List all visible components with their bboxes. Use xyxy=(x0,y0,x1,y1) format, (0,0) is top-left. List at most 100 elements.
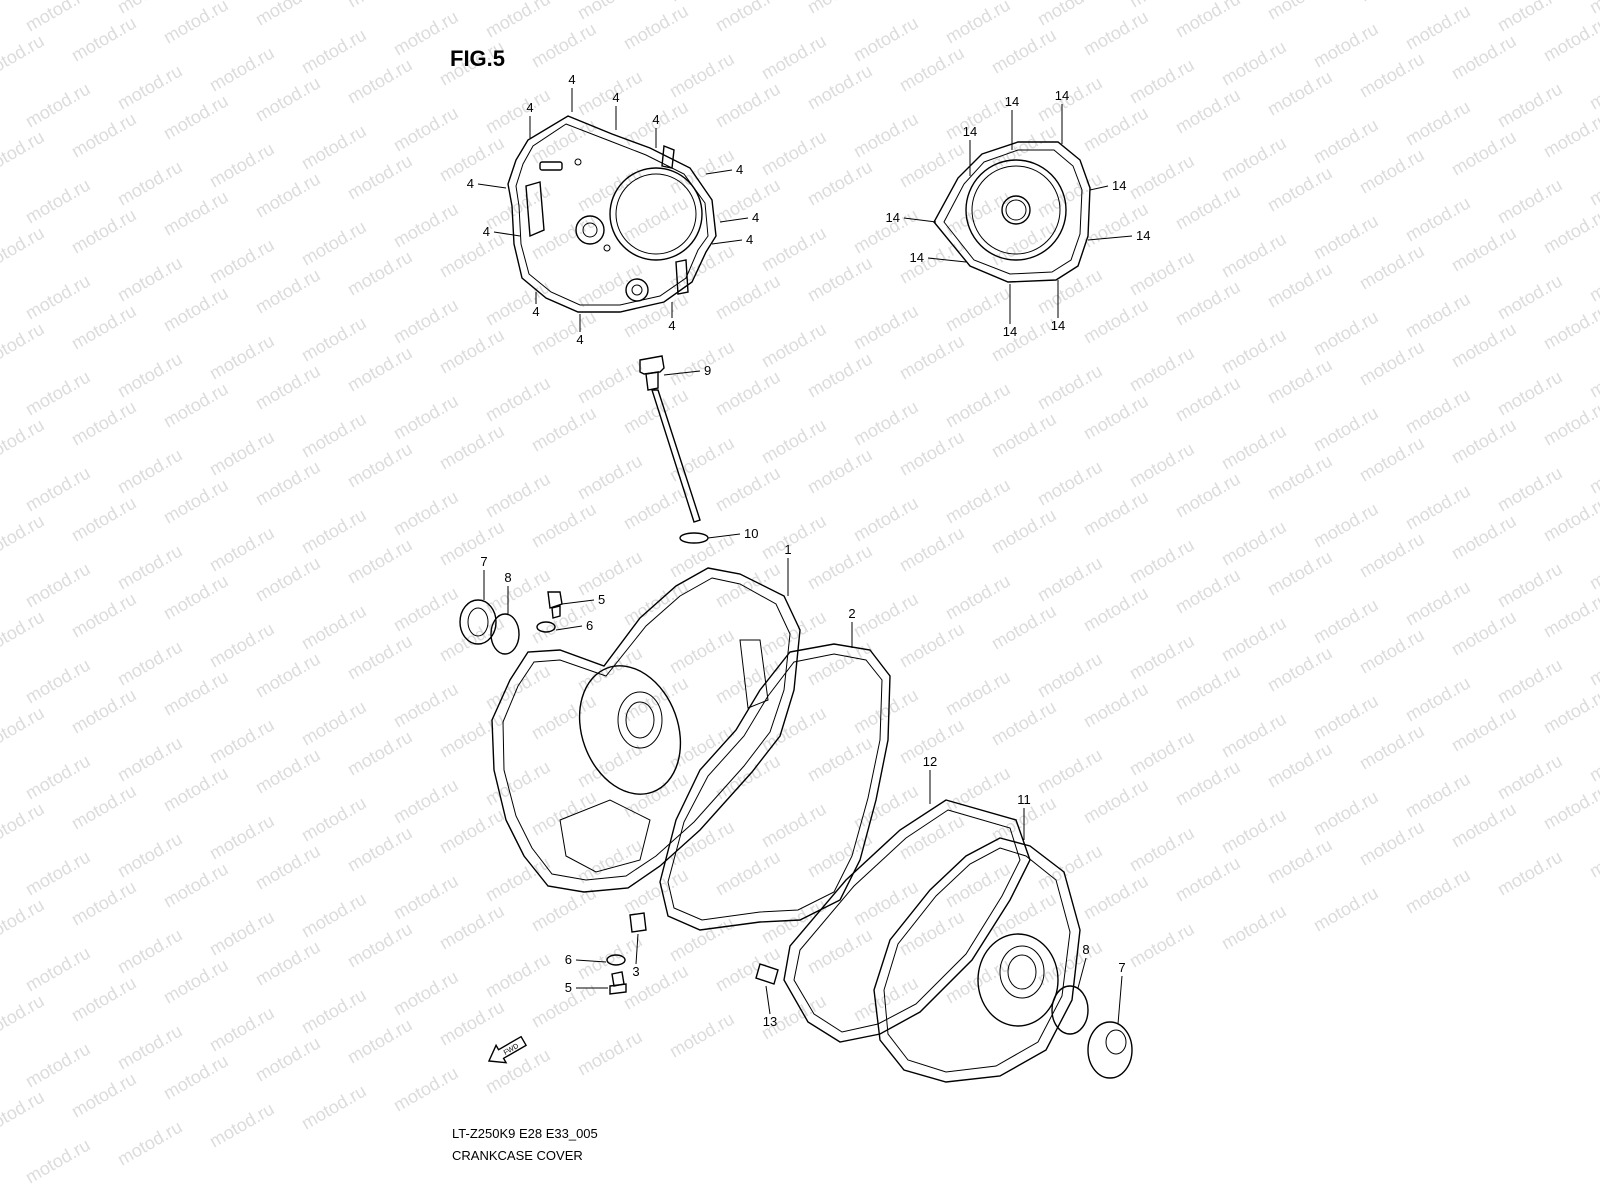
watermark-text: motod.ru xyxy=(712,0,784,35)
callout-label: 14 xyxy=(1005,94,1019,109)
watermark-text: motod.ru xyxy=(712,847,784,900)
callout-leader xyxy=(927,257,967,263)
watermark-text: motod.ru xyxy=(114,253,186,306)
watermark-text: motod.ru xyxy=(1080,583,1152,636)
watermark-text: motod.ru xyxy=(1126,919,1198,972)
watermark-text: motod.ru xyxy=(942,0,1014,47)
watermark-text: motod.ru xyxy=(344,919,416,972)
watermark-text: motod.ru xyxy=(758,127,830,180)
callout-label: 14 xyxy=(910,250,924,265)
watermark-text: motod.ru xyxy=(1494,559,1566,612)
watermark-text: motod.ru xyxy=(1356,241,1428,294)
watermark-text: motod.ru xyxy=(252,0,324,29)
watermark-text: motod.ru xyxy=(1494,655,1566,708)
watermark-text: motod.ru xyxy=(344,247,416,300)
watermark-text: motod.ru xyxy=(160,475,232,528)
watermark-text: motod.ru xyxy=(1080,775,1152,828)
watermark-text: motod.ru xyxy=(1540,301,1600,354)
dipstick-oring xyxy=(679,532,709,544)
watermark-text: motod.ru xyxy=(1126,247,1198,300)
watermark-text: motod.ru xyxy=(1310,403,1382,456)
callout-leader xyxy=(765,985,771,1015)
callout-leader xyxy=(575,959,607,963)
watermark-text: motod.ru xyxy=(942,91,1014,144)
watermark-text: motod.ru xyxy=(1494,367,1566,420)
watermark-text: motod.ru xyxy=(574,451,646,504)
watermark-text: motod.ru xyxy=(758,703,830,756)
watermark-text: motod.ru xyxy=(1586,637,1600,690)
watermark-text: motod.ru xyxy=(206,1099,278,1152)
callout-label: 8 xyxy=(1082,942,1089,957)
watermark-text: motod.ru xyxy=(528,115,600,168)
watermark-text: motod.ru xyxy=(206,907,278,960)
watermark-text: motod.ru xyxy=(804,733,876,786)
watermark-text: motod.ru xyxy=(666,49,738,102)
watermark-text: motod.ru xyxy=(0,319,48,372)
watermark-text: motod.ru xyxy=(206,235,278,288)
callout-label: 4 xyxy=(652,112,659,127)
watermark-text: motod.ru xyxy=(1264,451,1336,504)
watermark-text: motod.ru xyxy=(988,121,1060,174)
watermark-text: motod.ru xyxy=(160,571,232,624)
watermark-text: motod.ru xyxy=(1402,769,1474,822)
watermark-text: motod.ru xyxy=(252,553,324,606)
watermark-text: motod.ru xyxy=(1080,391,1152,444)
watermark-text: motod.ru xyxy=(574,547,646,600)
watermark-text: motod.ru xyxy=(298,601,370,654)
oil-dipstick xyxy=(639,355,701,523)
watermark-text: motod.ru xyxy=(1356,0,1428,5)
callout-label: 4 xyxy=(612,90,619,105)
watermark-text: motod.ru xyxy=(114,925,186,978)
watermark-text: motod.ru xyxy=(1080,103,1152,156)
oil-filler-plug-right xyxy=(1087,1021,1133,1079)
watermark-text: motod.ru xyxy=(1310,211,1382,264)
watermark-text: motod.ru xyxy=(436,997,508,1050)
watermark-text: motod.ru xyxy=(344,0,416,11)
watermark-text: motod.ru xyxy=(1494,79,1566,132)
watermark-text: motod.ru xyxy=(1586,61,1600,114)
watermark-text: motod.ru xyxy=(252,265,324,318)
watermark-text: motod.ru xyxy=(482,0,554,41)
watermark-text: motod.ru xyxy=(68,877,140,930)
watermark-text: motod.ru xyxy=(1126,55,1198,108)
watermark-text: motod.ru xyxy=(1448,607,1520,660)
watermark-text: motod.ru xyxy=(206,715,278,768)
watermark-text: motod.ru xyxy=(22,559,94,612)
watermark-text: motod.ru xyxy=(666,433,738,486)
watermark-text: motod.ru xyxy=(620,385,692,438)
watermark-text: motod.ru xyxy=(988,505,1060,558)
callout-label: 4 xyxy=(746,232,753,247)
watermark-text: motod.ru xyxy=(1402,865,1474,918)
watermark-text: motod.ru xyxy=(206,43,278,96)
watermark-text: motod.ru xyxy=(206,1003,278,1056)
watermark-text: motod.ru xyxy=(1586,733,1600,786)
watermark-text: motod.ru xyxy=(1172,469,1244,522)
watermark-text: motod.ru xyxy=(1494,271,1566,324)
watermark-text: motod.ru xyxy=(1172,0,1244,41)
watermark-text: motod.ru xyxy=(712,463,784,516)
watermark-text: motod.ru xyxy=(1172,373,1244,426)
watermark-text: motod.ru xyxy=(1586,253,1600,306)
figure-code: LT-Z250K9 E28 E33_005 xyxy=(452,1126,598,1141)
watermark-text: motod.ru xyxy=(1218,709,1290,762)
watermark-text: motod.ru xyxy=(160,955,232,1008)
watermark-text: motod.ru xyxy=(1356,337,1428,390)
watermark-text: motod.ru xyxy=(0,799,48,852)
watermark-text: motod.ru xyxy=(206,139,278,192)
callout-label: 14 xyxy=(1136,228,1150,243)
callout-leader xyxy=(1117,975,1123,1025)
watermark-text: motod.ru xyxy=(1218,133,1290,186)
watermark-text: motod.ru xyxy=(1264,163,1336,216)
watermark-text: motod.ru xyxy=(298,697,370,750)
watermark-text: motod.ru xyxy=(1310,883,1382,936)
watermark-text: motod.ru xyxy=(390,1063,462,1116)
watermark-text: motod.ru xyxy=(1448,415,1520,468)
watermark-text: motod.ru xyxy=(1218,517,1290,570)
watermark-text: motod.ru xyxy=(68,13,140,66)
watermark-text: motod.ru xyxy=(528,499,600,552)
watermark-text: motod.ru xyxy=(1218,613,1290,666)
watermark-text: motod.ru xyxy=(942,475,1014,528)
callout-label: 13 xyxy=(763,1014,777,1029)
drain-bolt-bottom xyxy=(609,971,627,995)
watermark-text: motod.ru xyxy=(1356,145,1428,198)
